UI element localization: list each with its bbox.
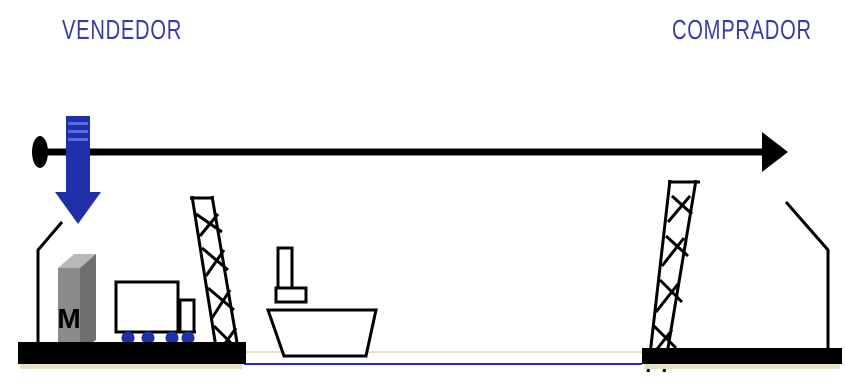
buyer-crane-icon — [648, 180, 700, 372]
ship-icon — [268, 248, 376, 356]
seller-ground-edge — [20, 364, 242, 369]
delivery-arrow-icon — [55, 116, 101, 224]
buyer-building-icon — [786, 202, 828, 348]
timeline — [32, 132, 788, 172]
cargo-box-letter: M — [57, 303, 80, 334]
buyer-ground-edge — [644, 364, 840, 369]
timeline-arrowhead-icon — [762, 132, 788, 172]
seller-ground — [18, 342, 246, 364]
truck-icon — [116, 282, 196, 343]
cargo-box-icon: M — [57, 254, 96, 352]
seller-crane-icon — [190, 196, 240, 360]
buyer-ground — [642, 348, 842, 364]
